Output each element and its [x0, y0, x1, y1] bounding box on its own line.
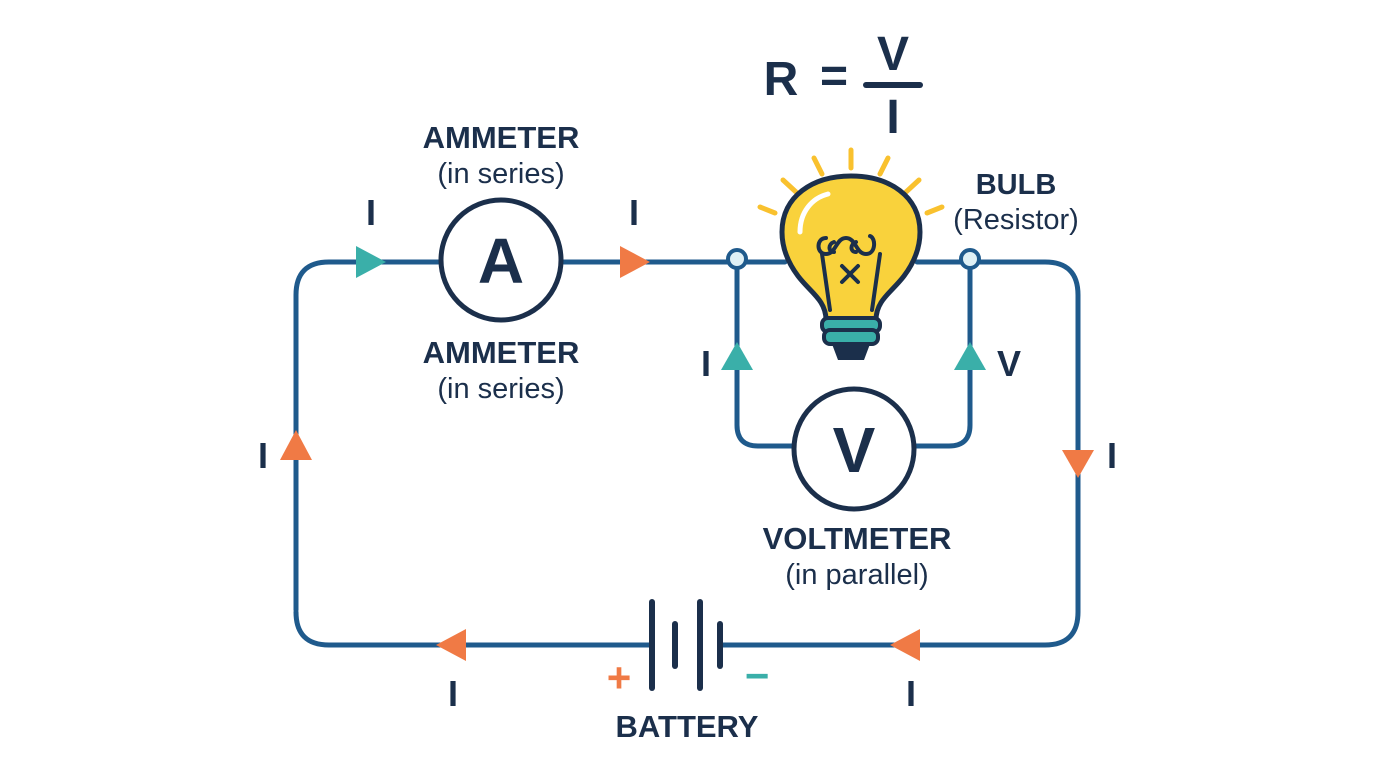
arrow-orange-left-up [280, 430, 312, 460]
formula-lhs: R [764, 53, 799, 106]
voltage-label-branch: V [997, 343, 1021, 384]
junction-node-left [726, 248, 748, 270]
bulb-filament [816, 234, 882, 312]
ammeter-sublabel-top: (in series) [437, 158, 564, 190]
ammeter-label-bottom: AMMETER [423, 335, 580, 370]
ammeter: A [438, 197, 564, 323]
voltmeter: V [791, 386, 917, 512]
arrow-teal-top-left [356, 246, 386, 278]
formula-equals: = [820, 50, 848, 103]
arrow-teal-branch-left [721, 342, 753, 370]
current-arrows [280, 246, 1094, 661]
formula: R = V I [764, 28, 923, 144]
battery-minus: − [745, 652, 770, 699]
voltmeter-circle [791, 386, 917, 512]
current-label-bottom-left: I [448, 673, 458, 714]
arrow-orange-top-mid [620, 246, 650, 278]
ammeter-sublabel-bottom: (in series) [437, 373, 564, 405]
current-label-top-left: I [366, 192, 376, 233]
arrow-orange-right-down [1062, 450, 1094, 478]
arrow-orange-bottom-right [890, 629, 920, 661]
voltmeter-branch-wire [734, 259, 973, 449]
bulb-base [820, 316, 882, 360]
circuit-wire [293, 259, 1081, 648]
formula-numerator: V [877, 28, 909, 81]
voltmeter-sublabel: (in parallel) [785, 559, 928, 591]
junction-node-right [959, 248, 981, 270]
formula-denominator: I [886, 91, 899, 144]
battery-label: BATTERY [616, 709, 759, 744]
battery-plus: + [607, 654, 632, 701]
current-label-bottom-right: I [906, 673, 916, 714]
bulb-icon [757, 147, 945, 360]
bulb-sublabel: (Resistor) [953, 204, 1079, 236]
bulb-highlight [797, 191, 831, 235]
current-label-branch: I [701, 343, 711, 384]
main-loop-wire [293, 259, 1081, 648]
bulb-label: BULB [976, 169, 1057, 201]
current-label-right: I [1107, 435, 1117, 476]
voltmeter-label: VOLTMETER [763, 521, 952, 556]
arrow-orange-bottom-left [436, 629, 466, 661]
ammeter-circle [438, 197, 564, 323]
ammeter-symbol: A [478, 225, 524, 297]
battery-icon [649, 599, 723, 691]
arrow-teal-branch-right [954, 342, 986, 370]
ammeter-label-top: AMMETER [423, 120, 580, 155]
voltmeter-symbol: V [833, 414, 876, 486]
bulb-rays [757, 147, 945, 216]
current-label-left: I [258, 435, 268, 476]
current-label-top-mid: I [629, 192, 639, 233]
